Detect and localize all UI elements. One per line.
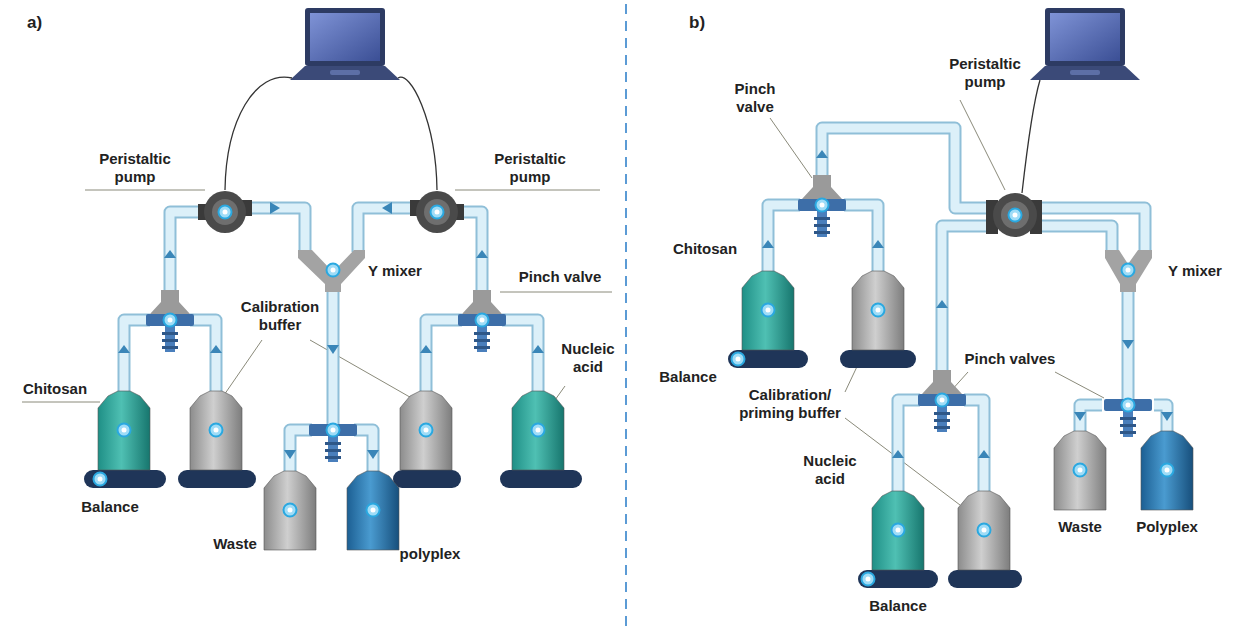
part-label: Nucleic acid [548, 340, 628, 376]
panel-letter: a) [27, 14, 57, 32]
part-label: polyplex [390, 545, 470, 563]
reservoir-tank [98, 271, 1193, 570]
part-label: Y mixer [1160, 262, 1230, 280]
part-label: Peristaltic pump [85, 150, 185, 186]
tubing [124, 128, 1167, 492]
peristaltic-pump [986, 193, 1042, 237]
part-label: Chitosan [15, 380, 95, 398]
y-mixer [298, 250, 365, 292]
part-label: Pinch valve [510, 268, 610, 286]
y-mixer [1105, 250, 1152, 292]
leader-line [22, 100, 1104, 505]
marker-dot [94, 199, 1174, 586]
part-label: Pinch valve [725, 80, 785, 116]
part-label: Calibration/ priming buffer [729, 386, 851, 422]
part-label: Calibration buffer [233, 298, 328, 334]
part-label: Nucleic acid [790, 452, 870, 488]
control-wire [225, 77, 1040, 193]
part-label: Peristaltic pump [480, 150, 580, 186]
laptop [290, 8, 400, 80]
balance [84, 350, 1022, 588]
panel-divider [625, 4, 627, 631]
part-label: Waste [205, 535, 265, 553]
part-label: Chitosan [665, 240, 745, 258]
pinch-valve [146, 175, 1152, 462]
part-label: Polyplex [1127, 518, 1207, 536]
part-label: Balance [653, 368, 723, 386]
laptop [1030, 8, 1140, 80]
peristaltic-pump [198, 191, 252, 233]
part-label: Pinch valves [958, 350, 1063, 368]
flow-arrow [118, 150, 1173, 459]
part-label: Balance [70, 498, 150, 516]
peristaltic-pump [410, 191, 464, 233]
part-label: Peristaltic pump [935, 55, 1035, 91]
part-label: Waste [1050, 518, 1110, 536]
part-label: Balance [863, 597, 933, 615]
part-label: Y mixer [360, 262, 430, 280]
panel-letter: b) [689, 14, 719, 32]
